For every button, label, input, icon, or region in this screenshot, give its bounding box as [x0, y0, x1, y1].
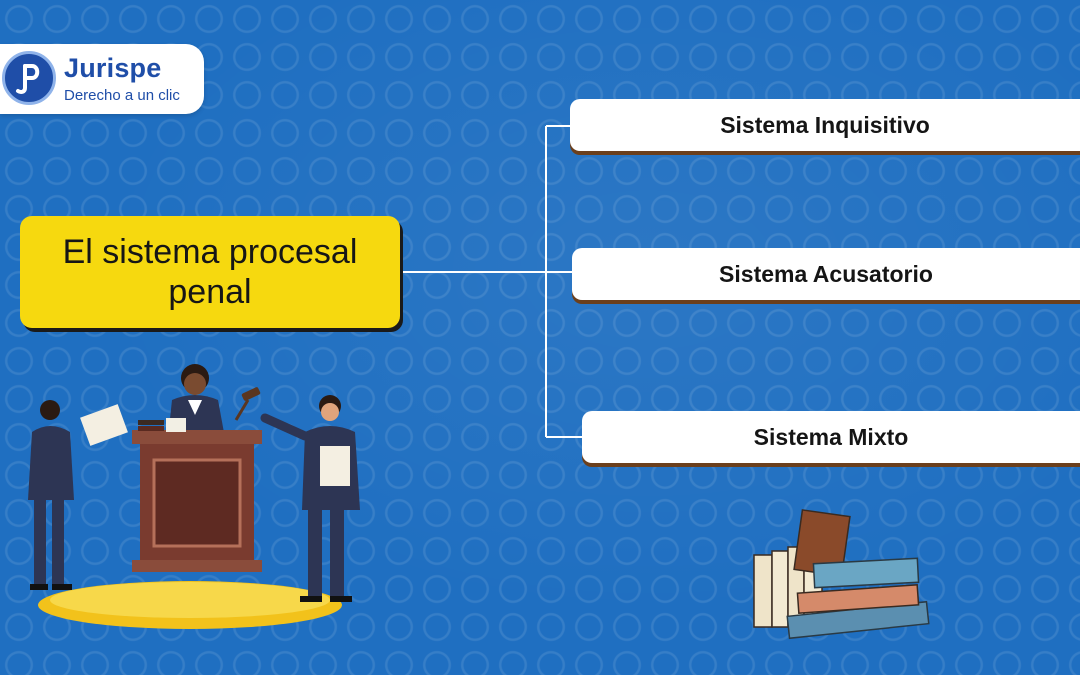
brand-logo[interactable]: Jurispe Derecho a un clic [0, 44, 204, 114]
branch-sistema-mixto: Sistema Mixto [582, 411, 1080, 463]
branch-label: Sistema Mixto [753, 423, 909, 450]
logo-mark-icon [2, 51, 56, 105]
branch-sistema-inquisitivo: Sistema Inquisitivo [570, 99, 1080, 151]
branch-label: Sistema Inquisitivo [720, 111, 930, 138]
branch-label: Sistema Acusatorio [719, 260, 933, 287]
books-illustration [753, 509, 930, 640]
logo-tagline: Derecho a un clic [64, 87, 180, 104]
branch-sistema-acusatorio: Sistema Acusatorio [572, 248, 1080, 300]
logo-name: Jurispe [64, 53, 162, 83]
courtroom-illustration [28, 364, 360, 629]
main-topic-box: El sistema procesal penal [20, 216, 400, 328]
main-topic-label: El sistema procesal penal [62, 233, 358, 311]
